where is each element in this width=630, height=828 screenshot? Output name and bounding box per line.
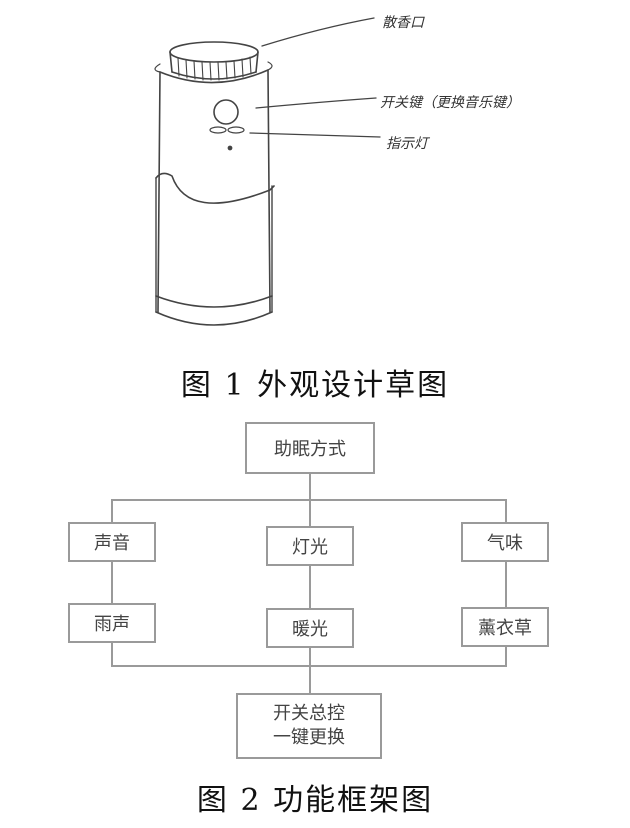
connector-lavender-down <box>505 647 507 666</box>
knob-bottom-curve <box>171 71 257 80</box>
switch-line-2: 一键更换 <box>273 727 345 748</box>
leader-power <box>255 97 377 109</box>
connector-smell-lavender <box>505 562 507 607</box>
connector-light-warm <box>309 566 311 608</box>
node-sleep-aid-methods: 助眠方式 <box>245 422 375 474</box>
annotation-knob: 散香口 <box>382 15 424 31</box>
power-button-sketch <box>213 99 239 125</box>
node-sound: 声音 <box>68 522 156 562</box>
knob-texture <box>177 56 252 81</box>
sleeve-top-curve <box>155 172 275 204</box>
leader-knob <box>261 17 375 47</box>
connector-to-light <box>309 499 311 526</box>
sleeve-bottom-band <box>155 295 273 308</box>
device-sketch-drawing <box>154 17 381 326</box>
node-warm-light: 暖光 <box>266 608 354 648</box>
knob-sides <box>169 51 259 73</box>
connector-to-sound <box>111 499 113 522</box>
node-light: 灯光 <box>266 526 354 566</box>
appearance-sketch: 散香口 开关键（更换音乐键） 指示灯 <box>0 0 630 355</box>
leader-light <box>249 132 381 138</box>
annotation-power-button: 开关键（更换音乐键） <box>380 95 520 111</box>
figure-2-caption: 图 2 功能框架图 <box>196 783 434 818</box>
connector-to-smell <box>505 499 507 522</box>
annotation-indicator-light: 指示灯 <box>386 136 428 152</box>
node-master-switch: 开关总控 一键更换 <box>236 693 382 759</box>
function-framework-diagram: 助眠方式 声音 灯光 气味 雨声 暖光 薰衣草 开关总控 一键更换 <box>0 410 630 770</box>
figure-1-caption: 图 1 外观设计草图 <box>180 368 450 403</box>
node-lavender: 薰衣草 <box>461 607 549 647</box>
node-rain-sound: 雨声 <box>68 603 156 643</box>
connector-warm-switch <box>309 648 311 693</box>
node-smell: 气味 <box>461 522 549 562</box>
connector-rain-down <box>111 643 113 666</box>
body-top-curve <box>159 69 269 84</box>
indicator-dot <box>227 145 233 151</box>
body-left-edge <box>157 71 161 313</box>
connector-root-down <box>309 474 311 500</box>
knob-top-outline <box>169 41 259 63</box>
body-bottom-curve <box>155 311 273 326</box>
connector-sound-rain <box>111 562 113 603</box>
switch-line-1: 开关总控 <box>273 703 345 724</box>
